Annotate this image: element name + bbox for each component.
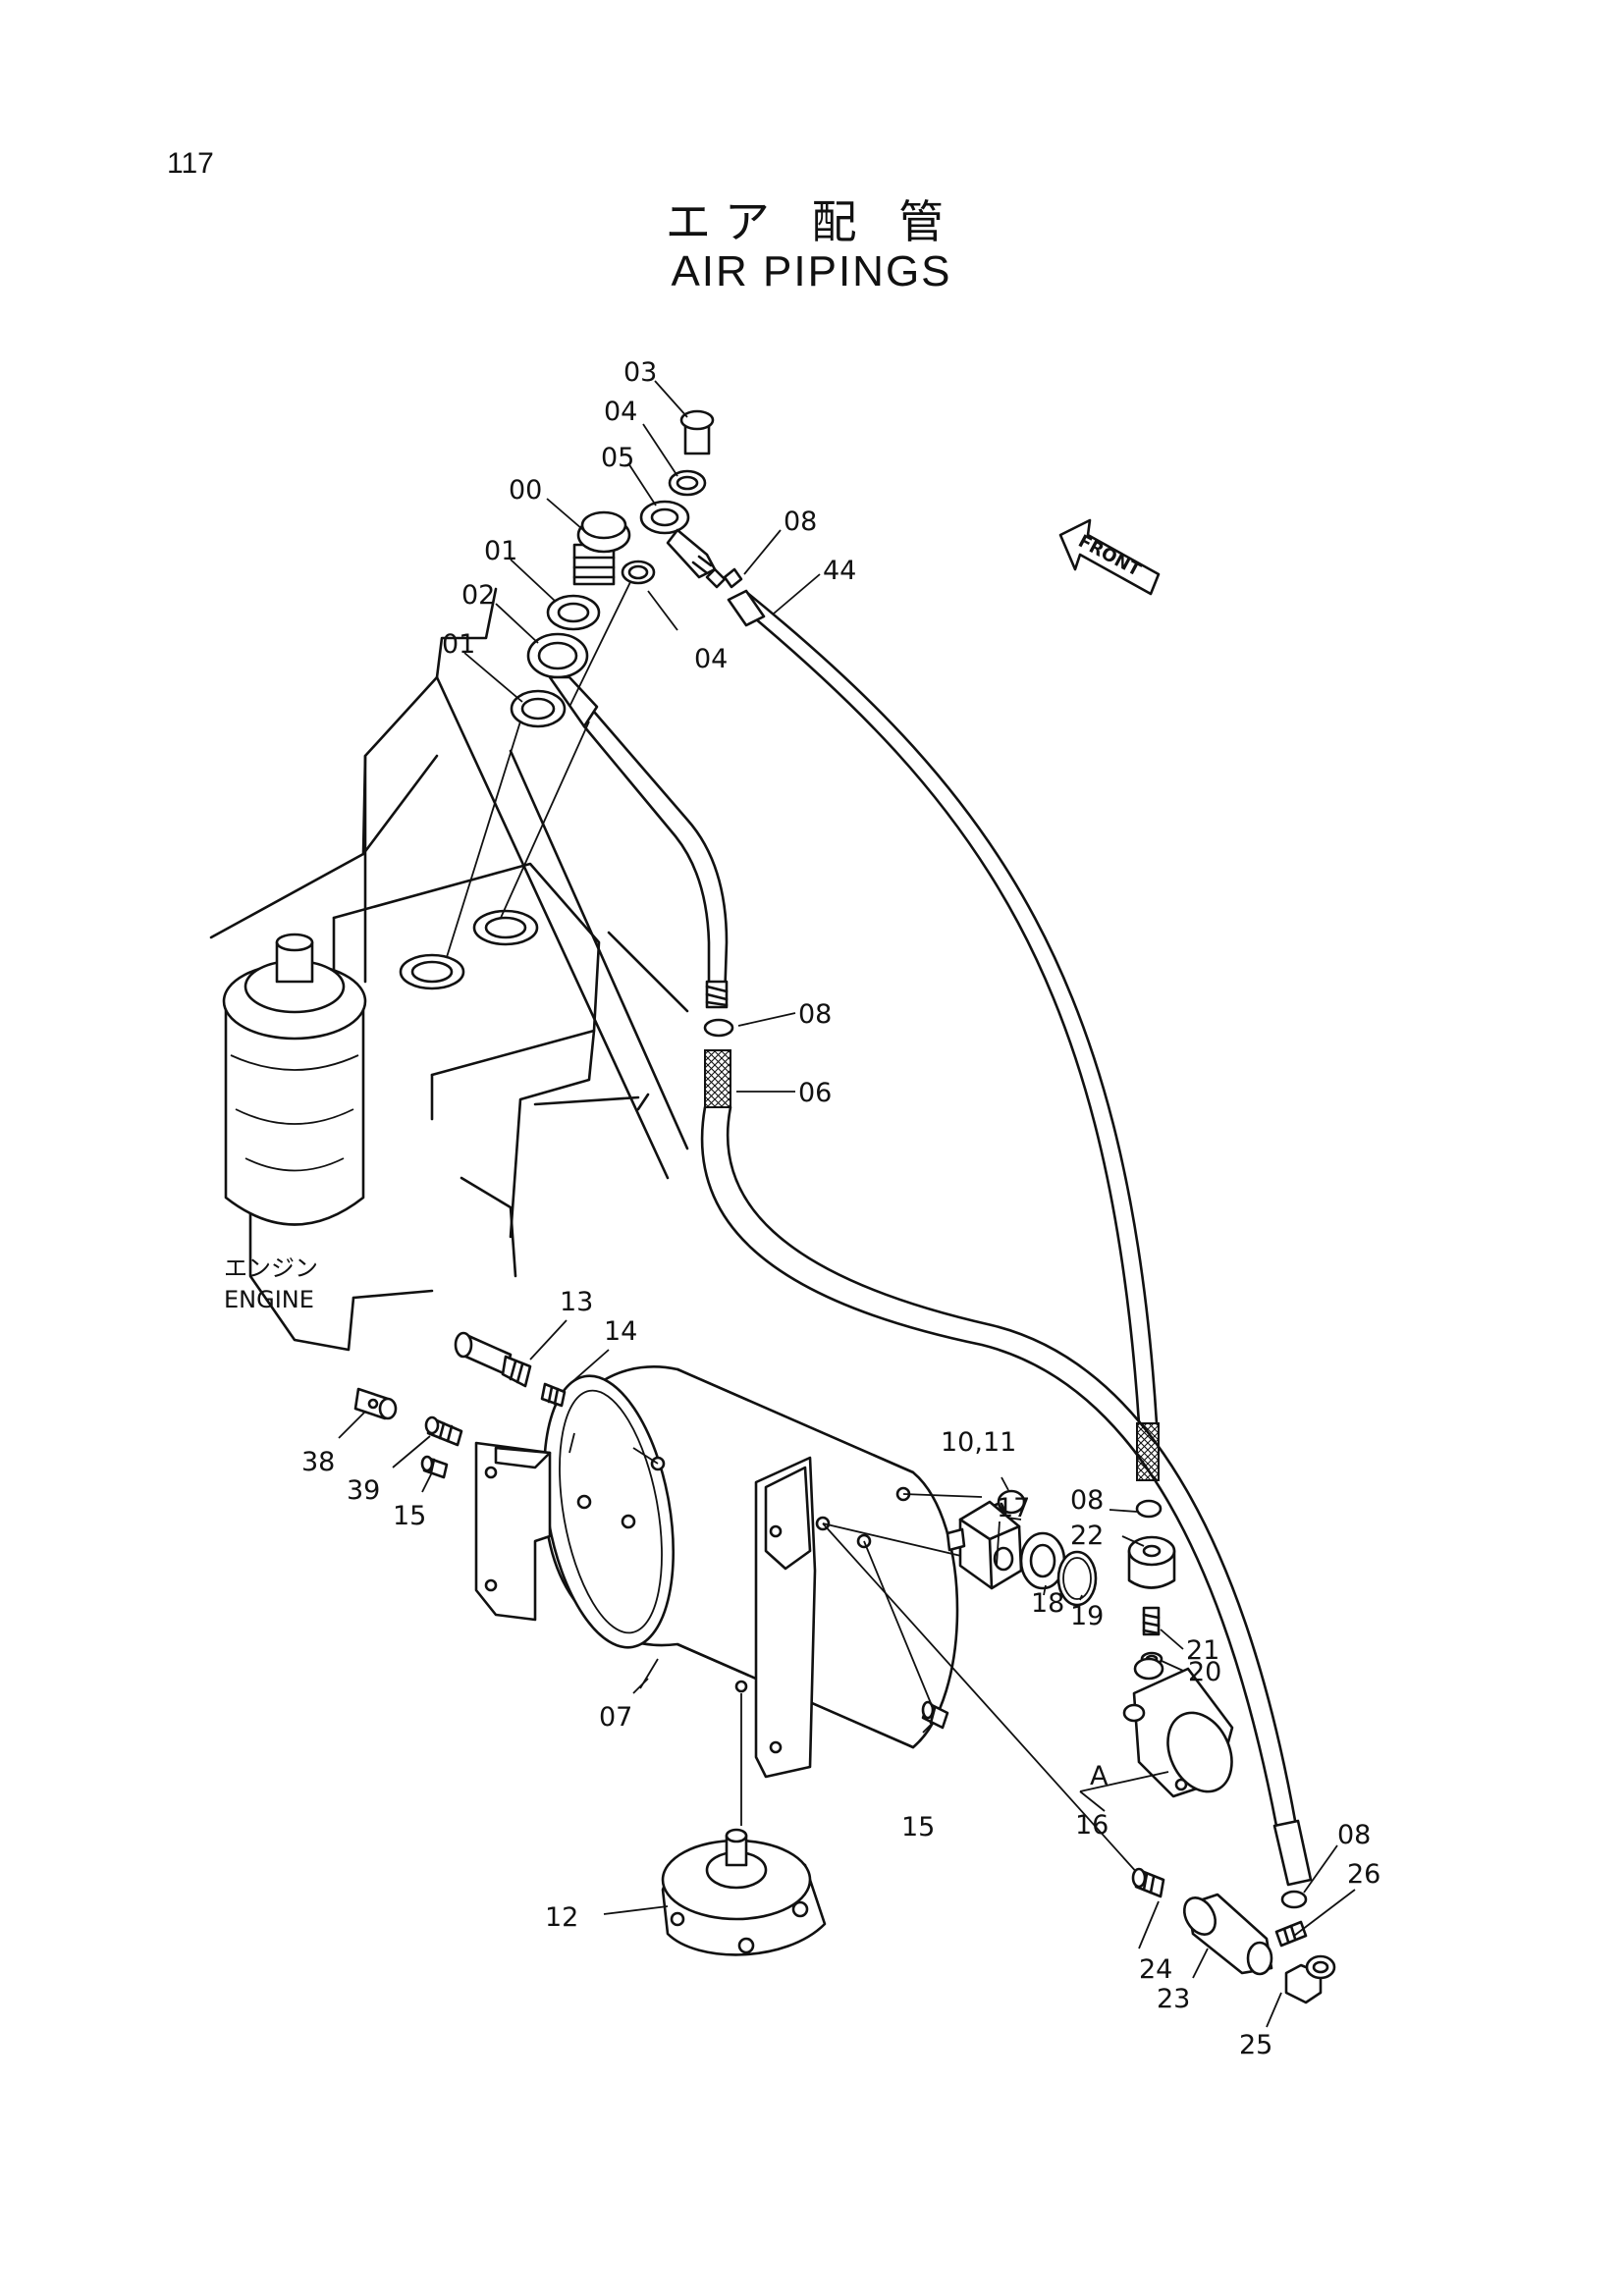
- fittings-left: [353, 1387, 463, 1479]
- title-japanese: エア 配 管: [665, 195, 958, 248]
- callout-12: 12: [545, 1902, 578, 1933]
- junction-block-17: [946, 1500, 1023, 1590]
- page-number: 117: [167, 147, 214, 180]
- callout-13: 13: [560, 1287, 593, 1317]
- callout-39: 39: [347, 1475, 380, 1506]
- air-tank: [474, 1365, 1140, 1876]
- engine-label-japanese: エンジン: [224, 1255, 318, 1282]
- callout-22: 22: [1070, 1521, 1104, 1551]
- callout-08-lower: 08: [1337, 1820, 1371, 1850]
- callout-14: 14: [604, 1316, 637, 1347]
- fittings-13-14: [454, 1331, 567, 1408]
- engine-label: エンジン ENGINE: [224, 1255, 318, 1313]
- callout-01-lower: 01: [442, 629, 475, 660]
- fitting-22-21-20: [1127, 1535, 1176, 1667]
- callout-00: 00: [509, 475, 542, 506]
- callout-08-right: 08: [1070, 1485, 1104, 1516]
- clamps: [703, 567, 1308, 1909]
- engine-label-english: ENGINE: [224, 1286, 314, 1313]
- governor-12: [661, 1828, 827, 1956]
- callout-07: 07: [599, 1702, 632, 1733]
- engine-outline: [209, 587, 689, 1352]
- washers-18-19: [1019, 1531, 1098, 1607]
- callout-38: 38: [301, 1447, 335, 1477]
- callout-labels: 03 04 05 00 01 02 01 04 08 44 08 06 13 1…: [301, 357, 1380, 2060]
- callout-08-mid: 08: [798, 999, 832, 1030]
- callout-19: 19: [1070, 1601, 1104, 1631]
- callout-04-lower: 04: [694, 644, 728, 674]
- callout-20: 20: [1188, 1657, 1221, 1687]
- callout-leaders: [338, 380, 1356, 2028]
- callout-01-upper: 01: [484, 536, 517, 566]
- lower-right-fittings: [1131, 1867, 1336, 2004]
- callout-06: 06: [798, 1078, 832, 1108]
- callout-08-top: 08: [784, 507, 817, 537]
- callout-24: 24: [1139, 1954, 1172, 1985]
- title-english: AIR PIPINGS: [671, 247, 952, 295]
- fitting-15-lower: [921, 1700, 949, 1730]
- callout-17: 17: [997, 1493, 1030, 1523]
- callout-25: 25: [1239, 2030, 1272, 2060]
- engine-filter: [222, 933, 367, 1226]
- callout-A: A: [1090, 1761, 1109, 1791]
- hose-06: [700, 1049, 1313, 1887]
- callout-44: 44: [823, 556, 856, 586]
- callout-03: 03: [623, 357, 657, 388]
- filter-16: [1079, 1657, 1234, 1812]
- callout-15-left: 15: [393, 1501, 426, 1531]
- callout-10-11: 10,11: [941, 1427, 1016, 1458]
- callout-05: 05: [601, 443, 634, 473]
- front-arrow: FRONT: [1058, 518, 1161, 596]
- callout-16: 16: [1075, 1810, 1109, 1841]
- hose-44: [727, 589, 1160, 1481]
- callout-26: 26: [1347, 1859, 1380, 1890]
- callout-23: 23: [1157, 1984, 1190, 2014]
- banjo-fitting: [639, 409, 727, 589]
- callout-15-lower: 15: [901, 1812, 935, 1842]
- callout-21: 21: [1186, 1635, 1219, 1666]
- callout-04-upper: 04: [604, 397, 637, 427]
- callout-02: 02: [461, 580, 495, 611]
- callout-18: 18: [1031, 1588, 1064, 1619]
- upper-pipe-assembly: [446, 510, 729, 1009]
